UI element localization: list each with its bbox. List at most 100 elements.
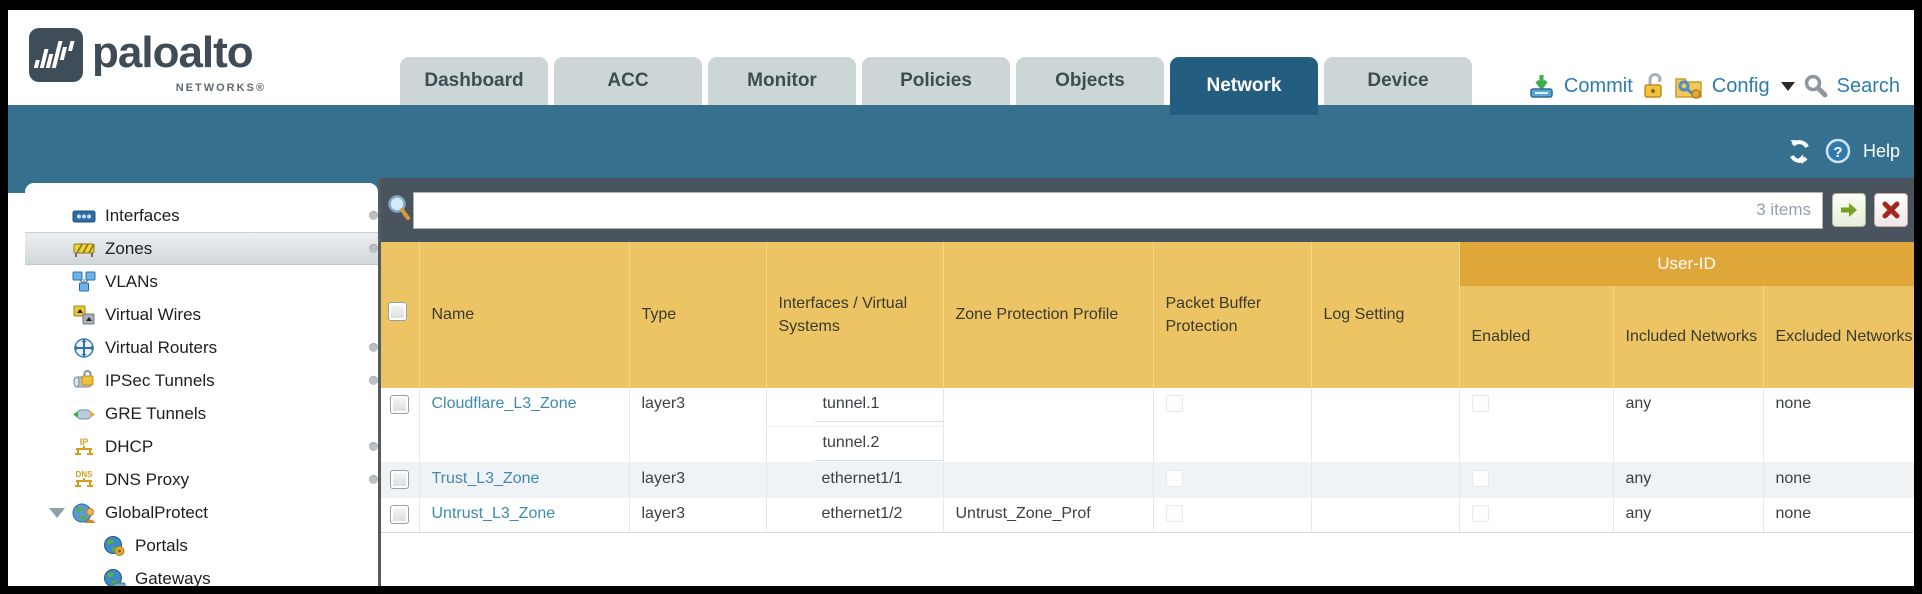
network-sidebar: Interfaces Zones VLANs [25, 183, 378, 586]
tab-dashboard[interactable]: Dashboard [400, 57, 548, 105]
user-id-enabled-cell [1459, 462, 1614, 498]
interfaces-icon [72, 210, 96, 222]
zone-protection-cell: Untrust_Zone_Prof [943, 497, 1154, 533]
red-x-icon [1882, 201, 1900, 219]
tab-network[interactable]: Network [1170, 57, 1318, 115]
sidebar-item-dhcp[interactable]: IP DHCP [25, 430, 378, 463]
col-group-user-id: User-ID [1459, 242, 1914, 286]
excluded-networks-cell: none [1763, 497, 1914, 533]
row-checkbox[interactable] [390, 469, 410, 489]
svg-text:?: ? [1833, 144, 1842, 161]
col-header-interfaces[interactable]: Interfaces / Virtual Systems [766, 242, 944, 388]
table-subrow: tunnel.2 [381, 426, 1914, 463]
sidebar-item-portals[interactable]: Portals [25, 529, 378, 562]
included-networks-cell: any [1613, 388, 1764, 463]
refresh-icon[interactable] [1786, 139, 1813, 164]
brand-wordmark: paloalto [92, 28, 254, 77]
config-caret-down-icon[interactable] [1780, 81, 1795, 91]
zone-name-link[interactable]: Cloudflare_L3_Zone [431, 395, 577, 412]
user-id-enabled-checkbox[interactable] [1471, 395, 1489, 412]
search-button[interactable]: Search [1836, 74, 1900, 97]
sidebar-item-ipsec-tunnels[interactable]: IPSec Tunnels [25, 364, 378, 397]
commit-icon[interactable] [1528, 73, 1555, 100]
interface-cell: tunnel.2 [766, 426, 944, 463]
gateways-icon [104, 568, 126, 586]
filter-bar: 3 items [381, 178, 1914, 242]
user-id-enabled-cell [1459, 497, 1614, 533]
tab-acc[interactable]: ACC [554, 57, 702, 105]
paloalto-logo-icon [29, 28, 83, 82]
sidebar-item-globalprotect[interactable]: GlobalProtect [25, 496, 378, 529]
packet-buffer-checkbox[interactable] [1165, 469, 1183, 487]
zone-name-cell: Trust_L3_Zone [419, 462, 630, 498]
sidebar-item-gateways[interactable]: Gateways [25, 562, 378, 586]
packet-buffer-checkbox[interactable] [1165, 395, 1183, 412]
packet-buffer-checkbox[interactable] [1165, 504, 1183, 522]
zones-table: Name Type Interfaces / Virtual Systems Z… [381, 242, 1914, 533]
help-icon[interactable]: ? [1825, 138, 1851, 164]
sidebar-item-vlans[interactable]: VLANs [25, 265, 378, 298]
status-dot [369, 343, 378, 352]
table-row: Trust_L3_Zone layer3 ethernet1/1 any non… [381, 462, 1914, 498]
search-icon[interactable] [1804, 74, 1828, 98]
filter-search-icon[interactable] [387, 194, 411, 220]
interface-cell: ethernet1/1 [766, 462, 944, 498]
packet-buffer-cell [1153, 388, 1312, 463]
portals-icon [104, 535, 125, 556]
sidebar-item-gre-tunnels[interactable]: GRE Tunnels [25, 397, 378, 430]
sidebar-item-virtual-routers[interactable]: Virtual Routers [25, 331, 378, 364]
zone-type-cell: layer3 [629, 497, 767, 533]
gre-tunnels-icon [73, 409, 95, 419]
filter-input[interactable] [413, 192, 1823, 229]
excluded-networks-cell: none [1763, 388, 1914, 463]
interface-cell: ethernet1/2 [766, 497, 944, 533]
config-button[interactable]: Config [1711, 74, 1770, 97]
vlans-icon [72, 271, 96, 291]
zone-name-link[interactable]: Trust_L3_Zone [431, 469, 540, 487]
clear-filter-button[interactable] [1874, 193, 1908, 227]
help-label[interactable]: Help [1862, 140, 1900, 161]
sidebar-item-zones[interactable]: Zones [25, 232, 378, 265]
select-all-checkbox[interactable] [388, 301, 407, 321]
tab-policies[interactable]: Policies [862, 57, 1010, 105]
apply-filter-button[interactable] [1832, 193, 1866, 227]
zones-icon [73, 243, 95, 257]
expander-triangle-icon[interactable] [49, 507, 65, 518]
row-select-cell [381, 388, 420, 463]
col-header-log-setting[interactable]: Log Setting [1311, 242, 1460, 388]
col-header-excluded-networks[interactable]: Excluded Networks [1763, 286, 1914, 388]
col-header-enabled[interactable]: Enabled [1459, 286, 1614, 388]
sidebar-item-virtual-wires[interactable]: Virtual Wires [25, 298, 378, 331]
config-icon[interactable] [1675, 73, 1703, 99]
zone-name-link[interactable]: Untrust_L3_Zone [431, 504, 556, 522]
sidebar-item-interfaces[interactable]: Interfaces [25, 199, 378, 232]
log-setting-cell [1311, 497, 1460, 533]
user-id-enabled-checkbox[interactable] [1471, 504, 1489, 522]
status-dot [369, 376, 378, 385]
col-header-zone-protection-profile[interactable]: Zone Protection Profile [943, 242, 1154, 388]
panos-web-ui: paloalto NETWORKS® Dashboard ACC Monitor… [8, 10, 1914, 586]
zone-name-cell: Untrust_L3_Zone [419, 497, 630, 533]
status-dot [369, 244, 378, 253]
log-setting-cell [1311, 462, 1460, 498]
main-nav-tabs: Dashboard ACC Monitor Policies Objects N… [400, 57, 1472, 115]
commit-button[interactable]: Commit [1563, 74, 1633, 97]
sidebar-item-dns-proxy[interactable]: DNS DNS Proxy [25, 463, 378, 496]
user-id-enabled-checkbox[interactable] [1471, 469, 1489, 487]
col-header-type[interactable]: Type [629, 242, 767, 388]
col-header-name[interactable]: Name [419, 242, 630, 388]
sidebar-splitter[interactable] [378, 178, 381, 586]
tab-objects[interactable]: Objects [1016, 57, 1164, 105]
zone-type-cell: layer3 [629, 388, 767, 463]
table-row: Untrust_L3_Zone layer3 ethernet1/2 Untru… [381, 497, 1914, 533]
col-header-packet-buffer-protection[interactable]: Packet Buffer Protection [1153, 242, 1312, 388]
packet-buffer-cell [1153, 497, 1312, 533]
tab-monitor[interactable]: Monitor [708, 57, 856, 105]
row-checkbox[interactable] [390, 395, 410, 414]
tab-device[interactable]: Device [1324, 57, 1472, 105]
col-header-included-networks[interactable]: Included Networks [1613, 286, 1764, 388]
brand-sub: NETWORKS® [175, 82, 266, 94]
lock-icon[interactable] [1642, 73, 1666, 99]
row-checkbox[interactable] [390, 504, 410, 524]
